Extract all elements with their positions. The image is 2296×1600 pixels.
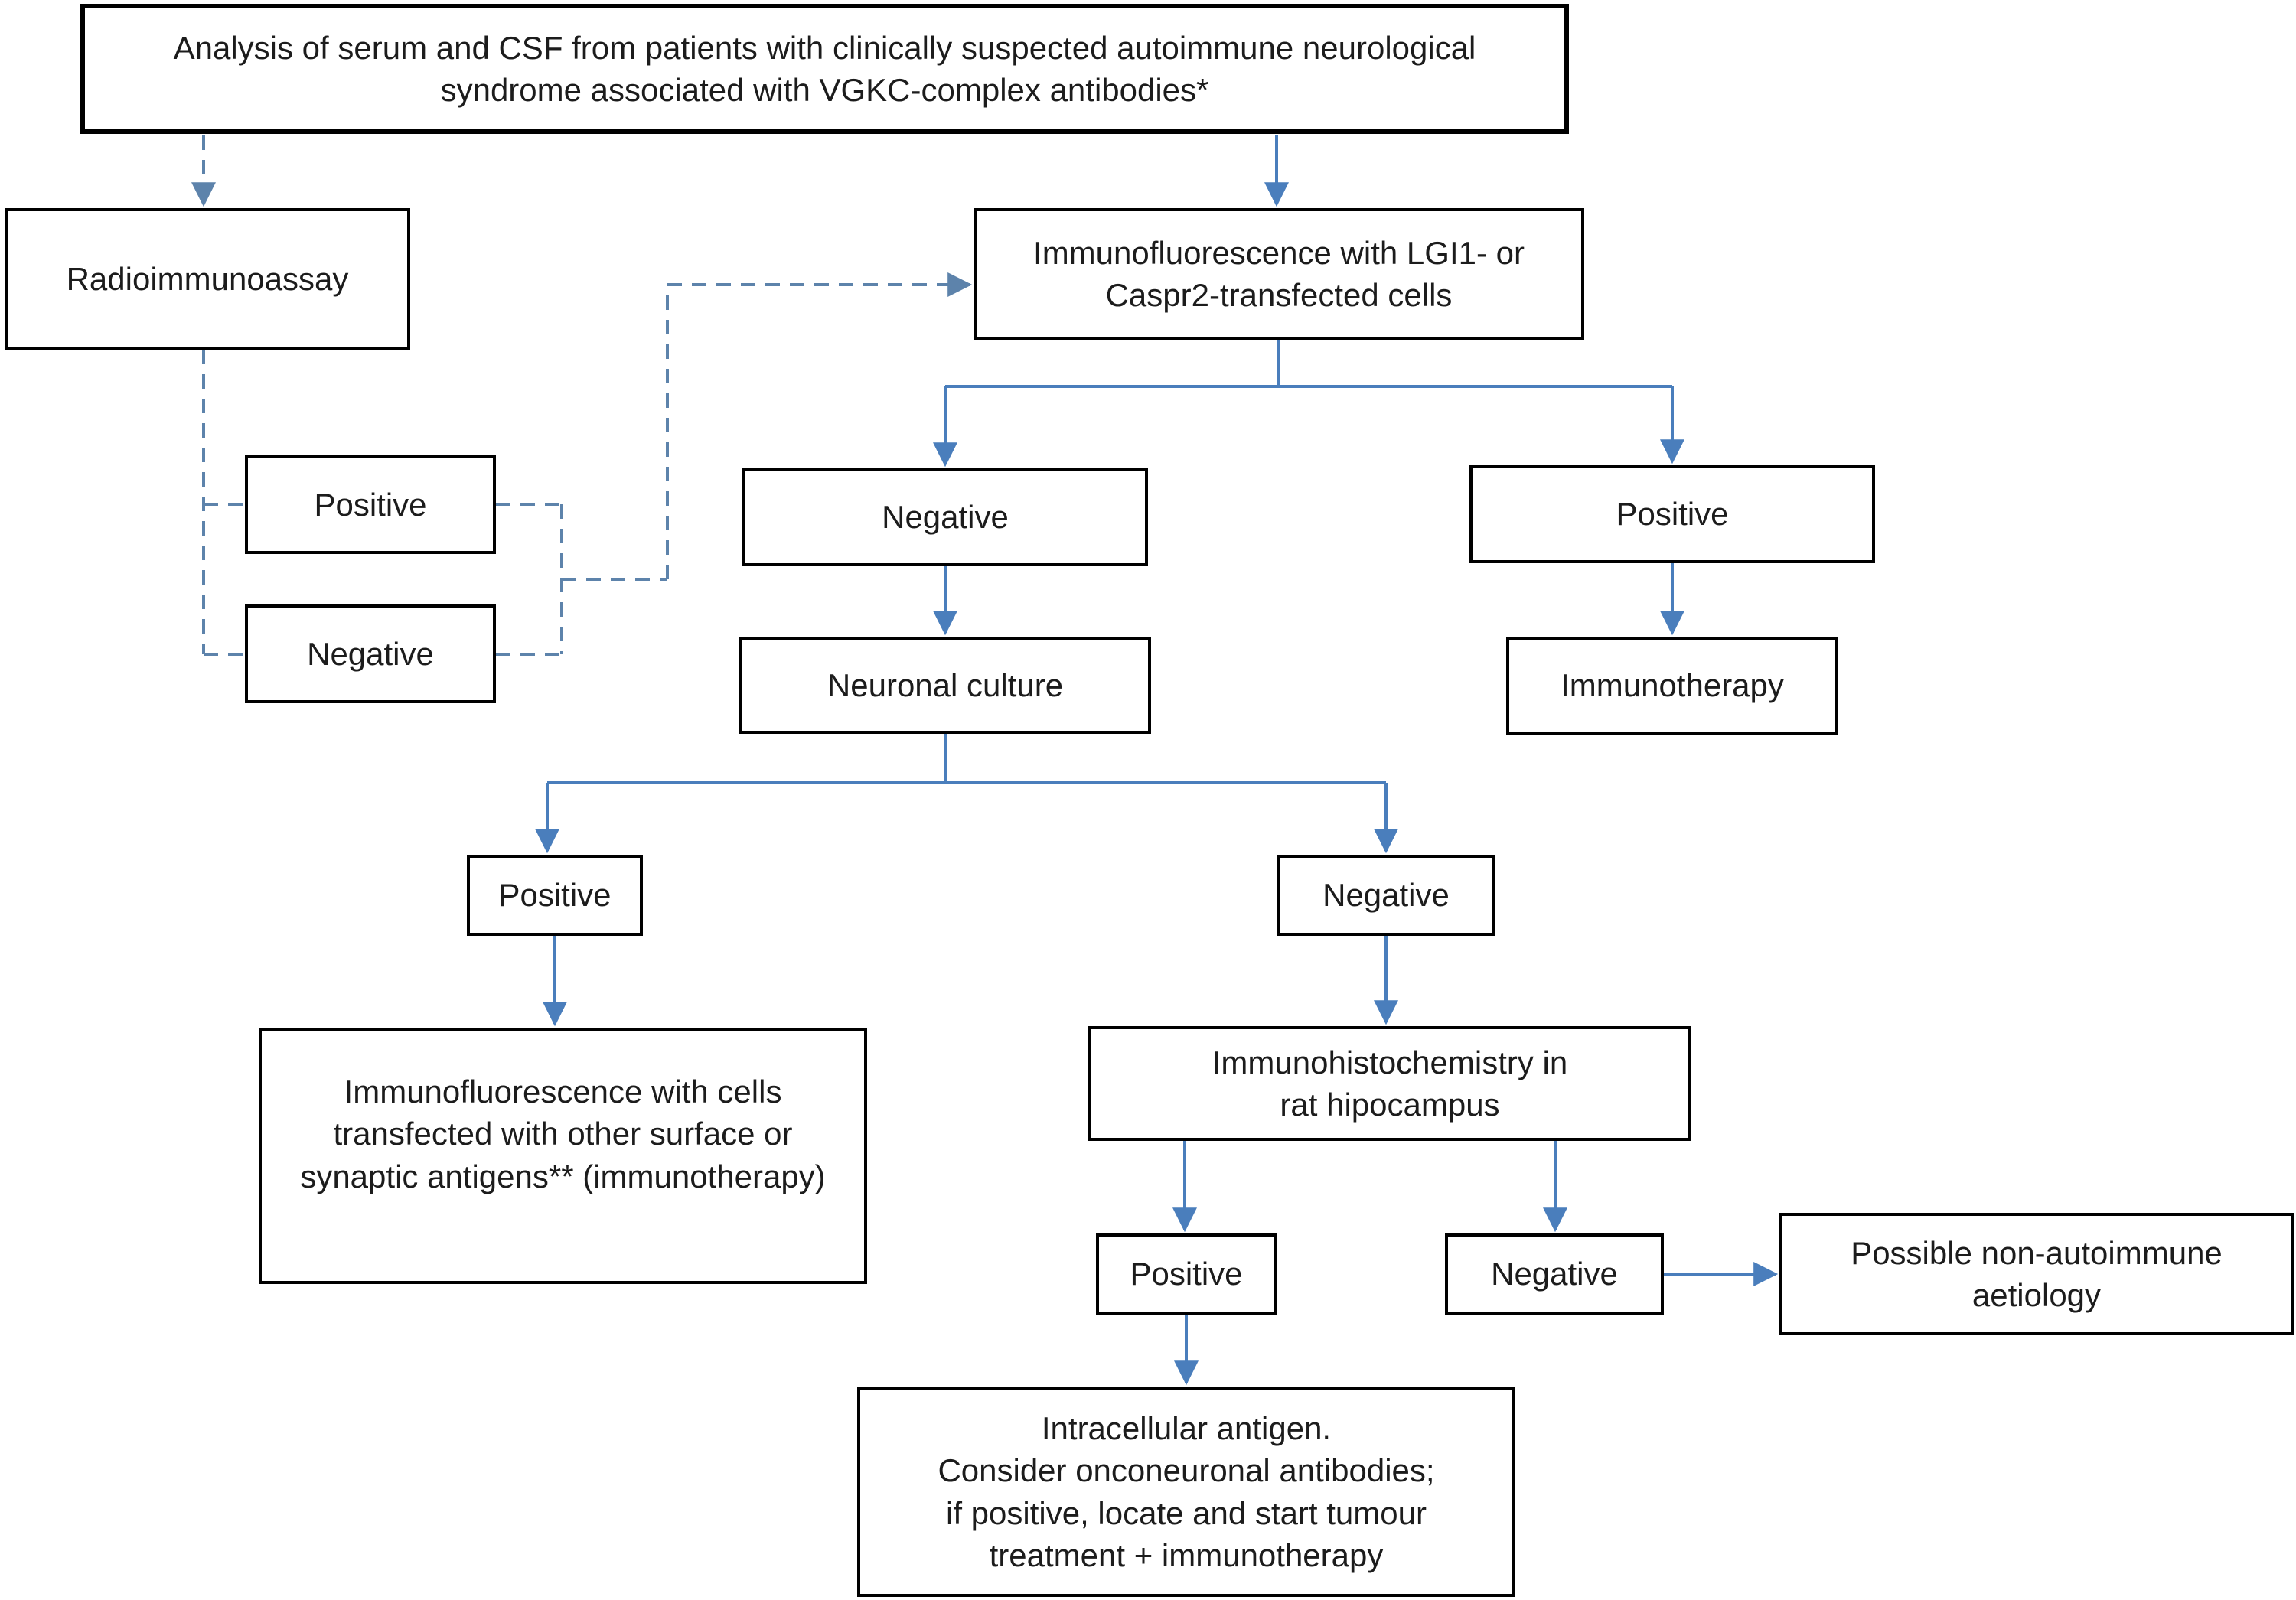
node-immunofluorescence: Immunofluorescence with LGI1- or Caspr2-…: [974, 208, 1584, 340]
node-immunohistochemistry: Immunohistochemistry in rat hipocampus: [1088, 1026, 1691, 1141]
node-if-negative: Negative: [742, 468, 1148, 566]
node-neuronal-culture: Neuronal culture: [739, 637, 1151, 734]
node-if-positive: Positive: [1469, 465, 1875, 563]
node-analysis: Analysis of serum and CSF from patients …: [80, 4, 1569, 134]
node-non-autoimmune: Possible non-autoimmune aetiology: [1779, 1213, 2294, 1335]
node-ihc-positive: Positive: [1096, 1233, 1277, 1315]
node-nc-positive: Positive: [467, 855, 643, 936]
node-nc-negative: Negative: [1277, 855, 1495, 936]
node-intracellular: Intracellular antigen. Consider onconeur…: [857, 1387, 1515, 1597]
node-radioimmunoassay: Radioimmunoassay: [5, 208, 410, 350]
node-ria-positive: Positive: [245, 455, 496, 554]
node-if-cells-other: Immunofluorescence with cells transfecte…: [259, 1028, 867, 1284]
node-ria-negative: Negative: [245, 604, 496, 703]
node-ihc-negative: Negative: [1445, 1233, 1664, 1315]
node-immunotherapy: Immunotherapy: [1506, 637, 1838, 735]
